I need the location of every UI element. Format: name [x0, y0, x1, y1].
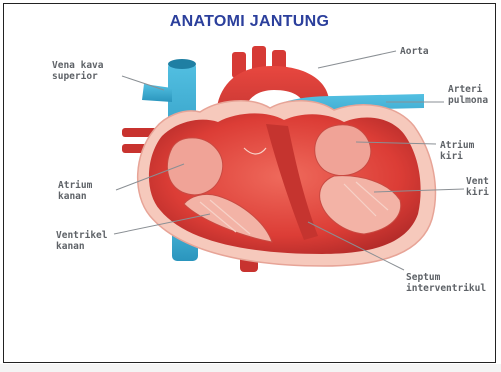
diagram-frame: ANATOMI JANTUNG — [3, 3, 496, 363]
label-aorta: Aorta — [400, 46, 429, 57]
label-arteri-line1: Arteri — [448, 84, 488, 95]
label-atrium-kiri: Atrium kiri — [440, 140, 474, 162]
label-atrium-kanan: Atrium kanan — [58, 180, 92, 202]
atrium-kanan-chamber — [167, 138, 222, 195]
atrium-kiri-chamber — [315, 125, 371, 176]
label-atrium-kiri-line2: kiri — [440, 151, 474, 162]
label-ventrikel-kiri-line1: Vent — [466, 176, 489, 187]
label-ventrikel-kiri-line2: kiri — [466, 187, 489, 198]
label-arteri-pulmonalis: Arteri pulmona — [448, 84, 488, 106]
label-vena-kava-line2: superior — [52, 71, 103, 82]
page-bottom-strip — [0, 364, 501, 372]
label-aorta-text: Aorta — [400, 46, 429, 57]
label-vena-kava-line1: Vena kava — [52, 60, 103, 71]
label-septum: Septum interventrikul — [406, 272, 486, 294]
label-atrium-kanan-line1: Atrium — [58, 180, 92, 191]
label-septum-line1: Septum — [406, 272, 486, 283]
label-ventrikel-kanan-line1: Ventrikel — [56, 230, 107, 241]
label-ventrikel-kiri: Vent kiri — [466, 176, 489, 198]
label-atrium-kanan-line2: kanan — [58, 191, 92, 202]
label-ventrikel-kanan-line2: kanan — [56, 241, 107, 252]
label-atrium-kiri-line1: Atrium — [440, 140, 474, 151]
label-septum-line2: interventrikul — [406, 283, 486, 294]
label-vena-kava: Vena kava superior — [52, 60, 103, 82]
label-arteri-line2: pulmona — [448, 95, 488, 106]
label-ventrikel-kanan: Ventrikel kanan — [56, 230, 107, 252]
